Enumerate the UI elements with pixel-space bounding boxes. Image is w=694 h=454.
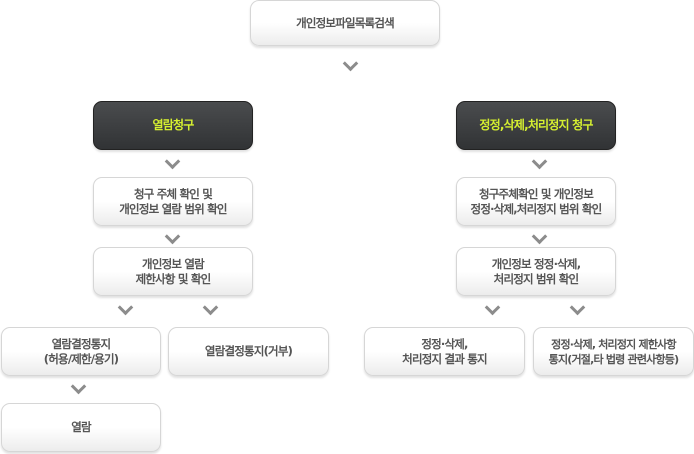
chevron-down-icon — [569, 299, 586, 316]
chevron-down-icon — [70, 378, 87, 395]
access-step-verify: 청구 주체 확인 및 개인정보 열람 범위 확인 — [93, 177, 253, 226]
chevron-down-icon — [342, 55, 359, 72]
access-decision-denied: 열람결정통지(거부) — [168, 327, 329, 376]
chevron-down-icon — [202, 299, 219, 316]
correction-step-scope: 개인정보 정정·삭제, 처리정지 범위 확인 — [456, 247, 616, 296]
chevron-down-icon — [531, 228, 548, 245]
correction-restriction-notice: 정정·삭제, 처리정지 제한사항 통지(거절,타 법령 관련사항등) — [533, 327, 694, 376]
chevron-down-icon — [484, 299, 501, 316]
chevron-down-icon — [117, 299, 134, 316]
access-final: 열람 — [1, 403, 161, 452]
correction-result-notice: 정정·삭제, 처리정지 결과 통지 — [364, 327, 525, 376]
access-request-header: 열람청구 — [93, 101, 253, 150]
access-step-restrictions: 개인정보 열람 제한사항 및 확인 — [93, 247, 253, 296]
personal-info-file-search: 개인정보파일목록검색 — [250, 0, 440, 46]
access-decision-approved: 열람결정통지 (허용/제한/용기) — [1, 327, 161, 376]
chevron-down-icon — [531, 153, 548, 170]
correction-request-header: 정정,삭제,처리정지 청구 — [456, 101, 616, 150]
chevron-down-icon — [164, 153, 181, 170]
correction-step-verify: 청구주체확인 및 개인정보 정정·삭제,처리정지 범위 확인 — [456, 177, 616, 226]
chevron-down-icon — [164, 228, 181, 245]
